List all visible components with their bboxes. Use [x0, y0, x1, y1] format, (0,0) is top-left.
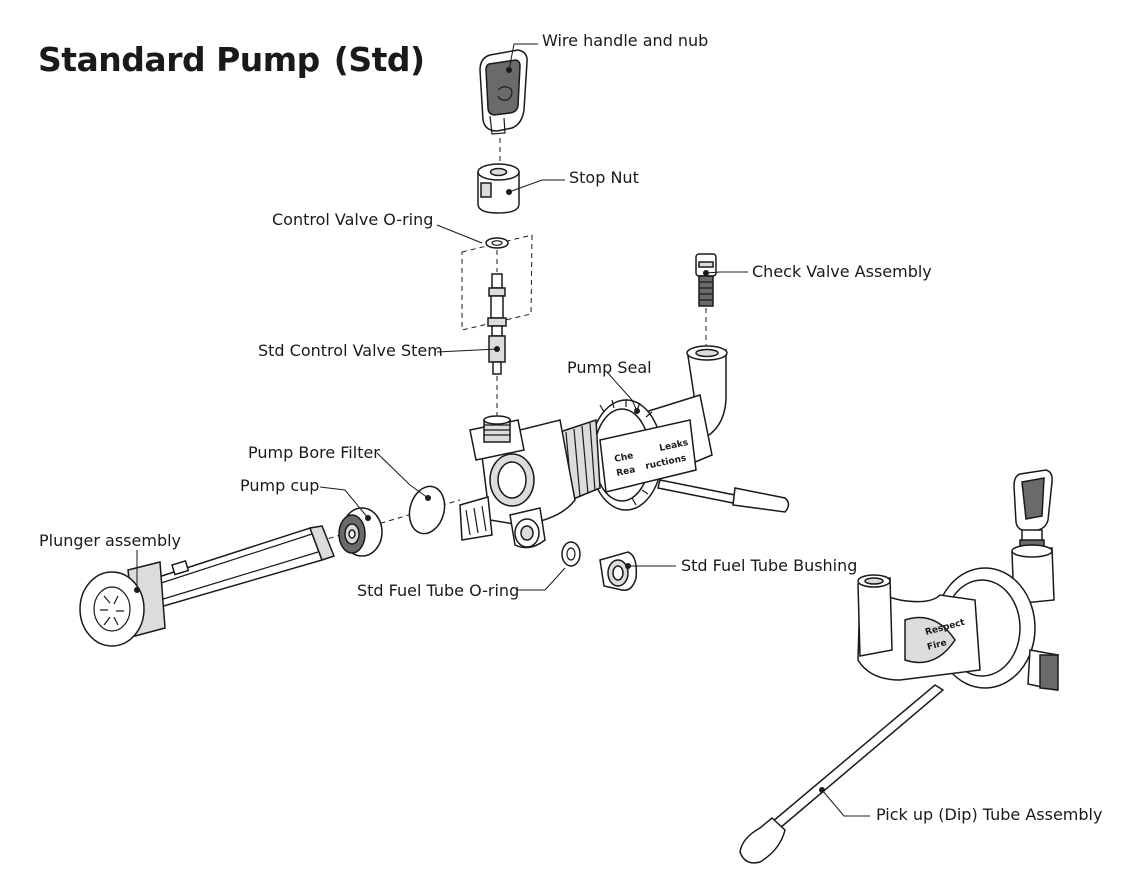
- page-title: Standard Pump (Std): [38, 40, 425, 79]
- title-main: Standard Pump: [38, 40, 320, 79]
- assembled-sub-text: Fire: [926, 638, 948, 653]
- wire-handle-part: [479, 49, 528, 135]
- label-stop-nut: Stop Nut: [569, 168, 639, 187]
- label-plunger-assembly: Plunger assembly: [39, 531, 181, 550]
- fuel-tube-oring-part: [561, 541, 581, 567]
- pump-body-part: Che Leaks Rea ructions: [459, 345, 728, 549]
- label-check-valve: Check Valve Assembly: [752, 262, 932, 281]
- dip-tube-exploded-part: [657, 479, 790, 513]
- check-valve-part: [695, 253, 717, 307]
- plunger-assembly-part: [79, 525, 335, 647]
- label-wire-handle: Wire handle and nub: [542, 31, 708, 50]
- body-text-line1: Che: [614, 451, 635, 465]
- pump-bore-filter-part: [408, 485, 446, 535]
- label-control-valve-oring: Control Valve O-ring: [272, 210, 433, 229]
- label-fuel-tube-bushing: Std Fuel Tube Bushing: [681, 556, 857, 575]
- fuel-tube-bushing-part: [599, 551, 638, 591]
- label-pump-bore-filter: Pump Bore Filter: [248, 443, 380, 462]
- control-valve-stem-part: [487, 273, 507, 375]
- body-text-line2: Rea: [616, 465, 637, 479]
- label-pickup-tube: Pick up (Dip) Tube Assembly: [876, 805, 1102, 824]
- control-valve-oring-part: [485, 237, 509, 249]
- pump-cup-part: [338, 507, 383, 557]
- label-pump-cup: Pump cup: [240, 476, 319, 495]
- label-pump-seal: Pump Seal: [567, 358, 652, 377]
- leader-lines: [136, 43, 870, 817]
- label-fuel-tube-oring: Std Fuel Tube O-ring: [357, 581, 519, 600]
- label-control-valve-stem: Std Control Valve Stem: [258, 341, 443, 360]
- stop-nut-part: [477, 163, 520, 214]
- title-suffix: (Std): [333, 40, 425, 79]
- assembled-pump-part: Respect Fire: [739, 469, 1059, 864]
